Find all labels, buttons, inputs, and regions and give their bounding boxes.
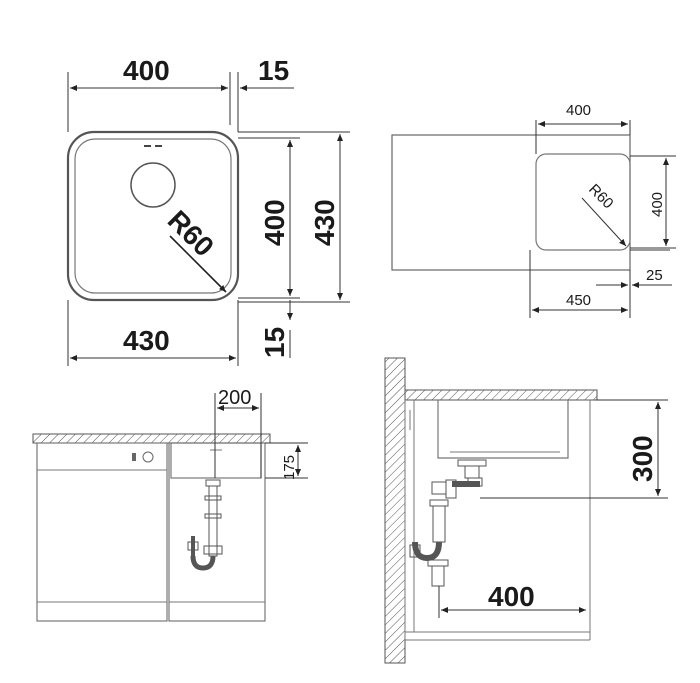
plan-offset-label: 450 [566,292,591,309]
plan-sink-rim [535,153,631,251]
top-width-label: 400 [123,55,170,86]
front-drain-trap [187,479,223,571]
side-drain-offset-label: 400 [488,581,535,612]
front-width-label: 200 [218,387,251,409]
dishwasher-cabinet [36,442,168,622]
front-depth-label: 175 [281,455,298,480]
plan-width-label: 400 [566,102,591,119]
side-drain-trap [409,459,487,587]
side-countertop [404,389,598,401]
plan-view: 400 400 R60 450 25 [391,102,676,318]
front-countertop [32,433,271,444]
side-sink-bowl [437,400,569,459]
top-height-label: 400 [259,199,290,246]
radius-leader [169,235,227,293]
plan-radius-label: R60 [585,181,616,212]
plan-edge-label: 25 [646,267,663,284]
top-gap-label: 15 [258,55,289,86]
sink-outer-rim [66,130,240,302]
front-view: 200 175 [32,387,308,622]
side-view: 300 400 [384,357,668,664]
side-depth-label: 300 [627,435,658,482]
top-radius-label: R60 [162,204,220,262]
top-outer-height-label: 430 [309,199,340,246]
top-bottom-gap-label: 15 [259,327,290,358]
top-view: R60 400 15 400 430 430 15 [66,55,350,366]
plan-height-label: 400 [649,192,666,217]
sink-inner-bowl [74,138,232,294]
wall [384,357,406,664]
dishwasher-knob-icon [142,451,154,463]
dishwasher-button-icon [132,453,136,461]
top-outer-width-label: 430 [123,325,170,356]
drain-hole [130,162,176,208]
front-sink-bowl [170,442,262,479]
